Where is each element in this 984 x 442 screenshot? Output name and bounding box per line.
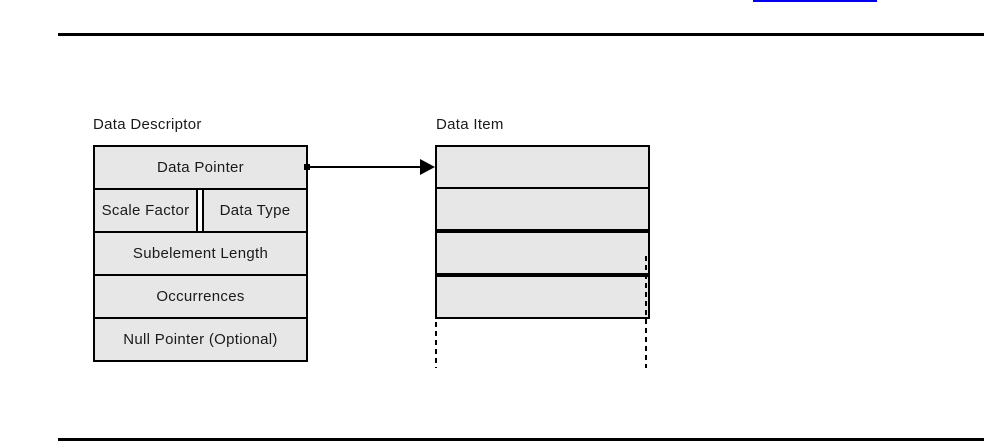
descriptor-cell-data-type: Data Type [202, 188, 308, 233]
data-item-table [435, 145, 650, 319]
item-continuation-dash-right [645, 256, 647, 368]
top-rule-divider [58, 33, 984, 36]
item-row-3 [435, 231, 650, 275]
descriptor-row-null-pointer: Null Pointer (Optional) [93, 317, 308, 362]
item-row-1 [435, 145, 650, 189]
bottom-rule-divider [58, 438, 984, 441]
item-row-4 [435, 275, 650, 319]
item-continuation-dash-left [435, 322, 437, 368]
data-item-title: Data Item [436, 116, 504, 133]
item-row-2 [435, 187, 650, 231]
top-link-underline[interactable] [753, 0, 877, 2]
pointer-arrowhead-icon [420, 159, 435, 175]
descriptor-row-split: Scale Factor Data Type [93, 188, 308, 233]
descriptor-row-occurrences: Occurrences [93, 274, 308, 319]
arrow-start-dot [304, 164, 310, 170]
data-descriptor-table: Data Pointer Scale Factor Data Type Sube… [93, 145, 308, 362]
descriptor-cell-scale-factor: Scale Factor [93, 188, 198, 233]
descriptor-row-subelement-length: Subelement Length [93, 231, 308, 276]
data-descriptor-title: Data Descriptor [93, 116, 202, 133]
pointer-arrow-line [308, 166, 422, 168]
descriptor-row-data-pointer: Data Pointer [93, 145, 308, 190]
